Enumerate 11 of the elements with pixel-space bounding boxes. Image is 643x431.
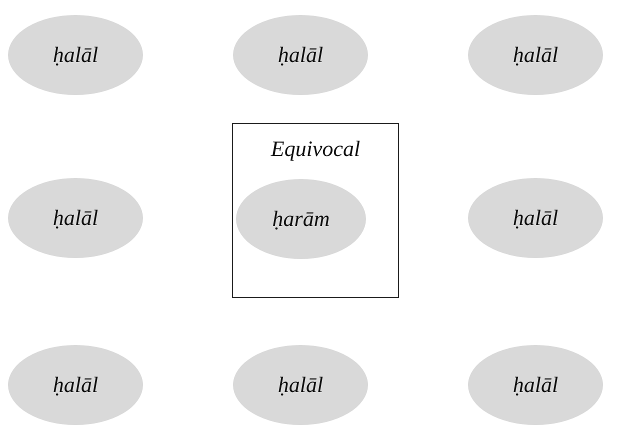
- term-ellipse: ḥalāl: [8, 345, 143, 425]
- term-ellipse: ḥalāl: [8, 15, 143, 95]
- term-ellipse: ḥalāl: [468, 178, 603, 258]
- category-box: [232, 123, 399, 298]
- term-ellipse: ḥarām: [236, 179, 366, 259]
- box-heading: Equivocal: [270, 136, 360, 162]
- term-ellipse: ḥalāl: [233, 345, 368, 425]
- term-ellipse: ḥalāl: [468, 345, 603, 425]
- term-ellipse: ḥalāl: [233, 15, 368, 95]
- term-ellipse: ḥalāl: [468, 15, 603, 95]
- term-ellipse: ḥalāl: [8, 178, 143, 258]
